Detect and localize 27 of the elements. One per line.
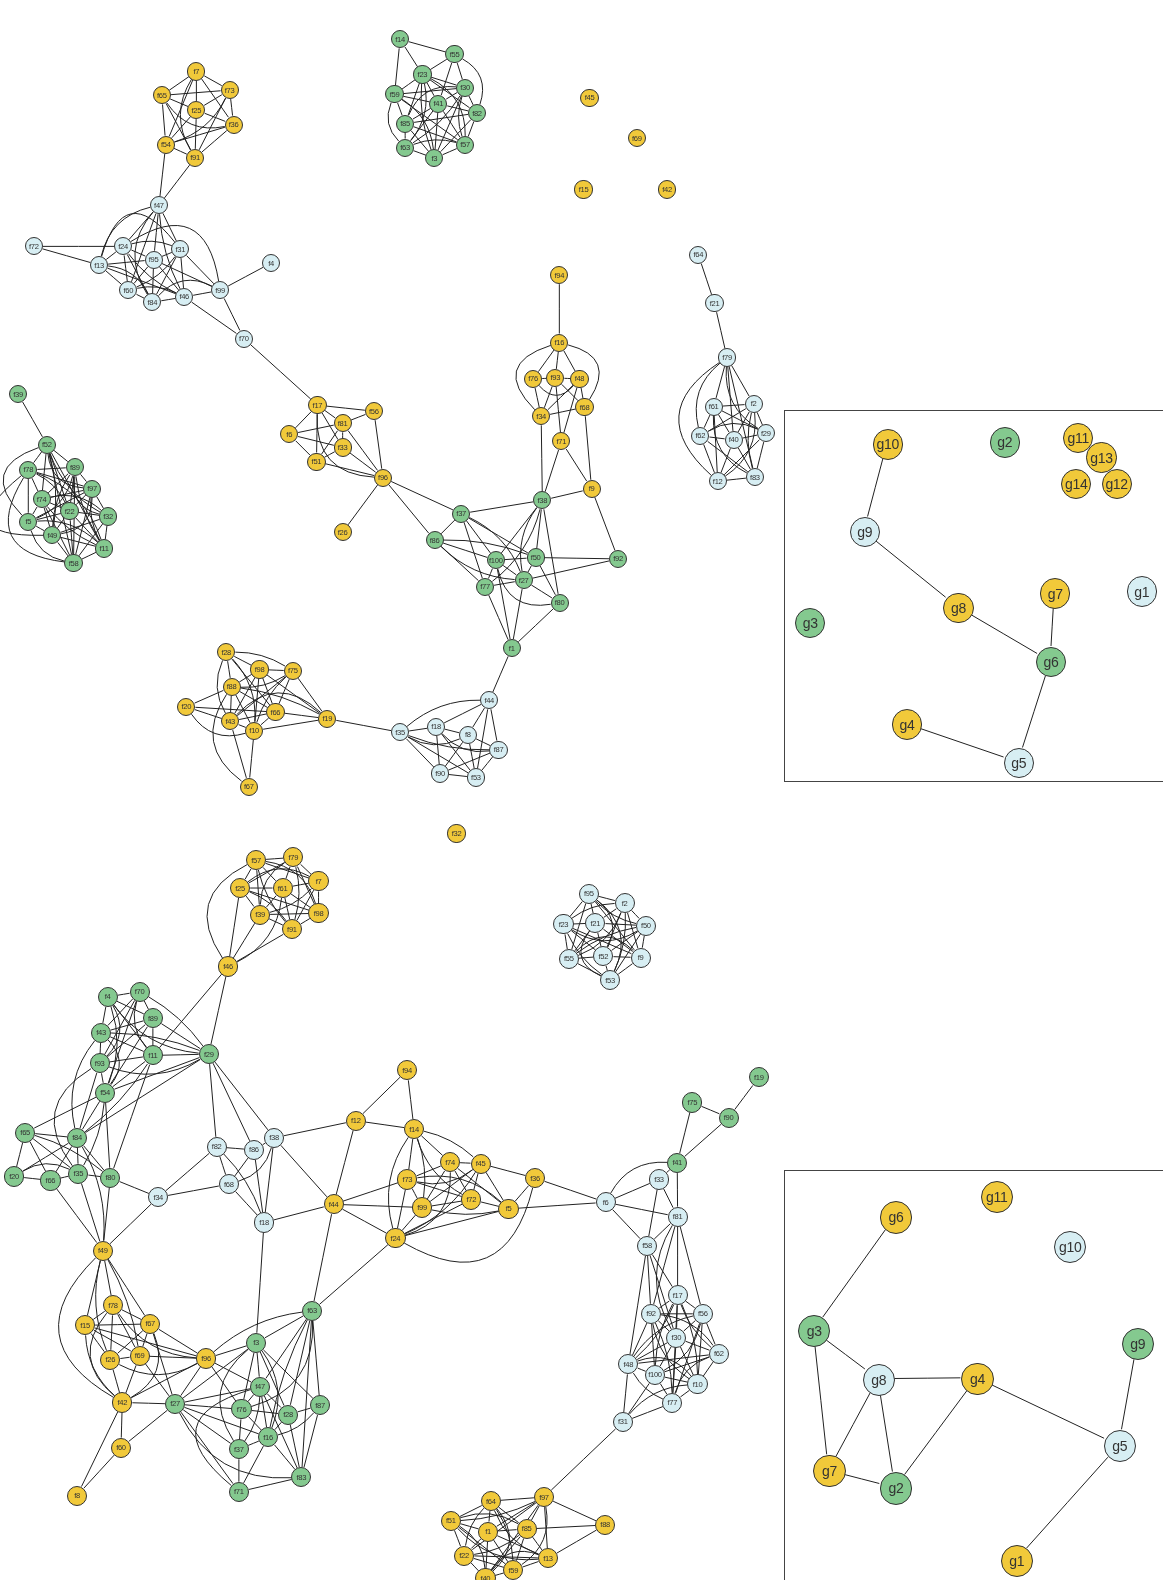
node-circle: g2 xyxy=(879,1472,912,1505)
node-circle: g3 xyxy=(798,1315,831,1348)
node-circle: g13 xyxy=(1086,442,1117,473)
node-circle: g5 xyxy=(1103,1430,1136,1463)
node-circle: g5 xyxy=(1003,747,1034,778)
node-circle: g11 xyxy=(980,1181,1013,1214)
node-circle: g3 xyxy=(795,607,826,638)
node-circle: g12 xyxy=(1101,468,1132,499)
node-circle: g10 xyxy=(1054,1230,1087,1263)
node-circle: g8 xyxy=(943,592,974,623)
node-circle: g10 xyxy=(872,429,903,460)
node-circle: g2 xyxy=(989,427,1020,458)
node-circle: g4 xyxy=(891,709,923,740)
inset-frame xyxy=(784,1170,1163,1580)
node-circle: g7 xyxy=(813,1455,846,1488)
node-circle: g1 xyxy=(1126,576,1157,607)
node-circle: g4 xyxy=(961,1362,994,1395)
node-circle: g8 xyxy=(862,1363,895,1396)
node-circle: g7 xyxy=(1040,578,1071,609)
node-circle: g9 xyxy=(849,517,880,548)
node-circle: g6 xyxy=(879,1201,912,1234)
node-circle: g1 xyxy=(1000,1544,1033,1578)
node-circle: g9 xyxy=(1121,1328,1154,1361)
node-circle: g11 xyxy=(1063,423,1094,454)
inset-frame xyxy=(784,410,1163,783)
node-circle: g6 xyxy=(1036,647,1067,678)
node-circle: g14 xyxy=(1061,468,1092,499)
